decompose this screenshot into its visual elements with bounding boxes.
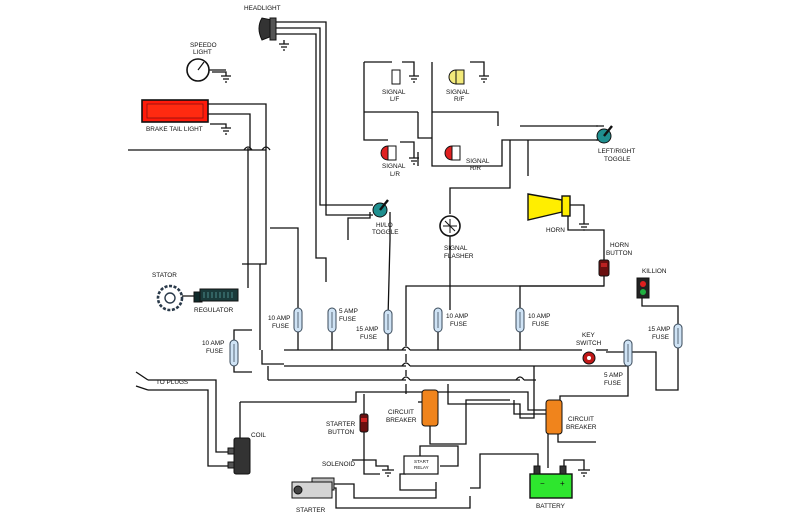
fuse-10a-1-icon [293,307,303,333]
key-switch-label-1: KEY [582,332,596,339]
fuse-10a-1-label-1: 10 AMP [268,315,290,322]
starter-label: STARTER [296,507,326,514]
fuse-15a-1-icon [383,309,393,335]
brake-tail-light-label: BRAKE TAIL LIGHT [146,126,203,133]
regulator-label: REGULATOR [194,307,234,314]
key-switch-label-2: SWITCH [576,340,602,347]
to-plugs-label: TO PLUGS [156,379,188,386]
fuse-5a-2-label-1: 5 AMP [604,372,623,379]
coil-icon [227,437,251,475]
left-right-toggle-icon [596,125,613,144]
headlight-icon [258,17,277,41]
left-right-toggle-label-2: TOGGLE [604,156,631,163]
circuit-breaker-1-label-1: CIRCUIT [388,409,414,416]
speedo-light-label-1: SPEEDO [190,42,217,49]
starter-button-label-2: BUTTON [328,429,355,436]
signal-flasher-icon [439,215,461,237]
fuse-15a-2-label-2: FUSE [652,334,669,341]
fuse-10a-3-label-1: 10 AMP [446,313,468,320]
signal-flasher-label-2: FLASHER [444,253,474,260]
key-switch-icon [582,351,596,365]
headlight-label: HEADLIGHT [244,5,281,12]
circuit-breaker-2-icon [545,399,563,435]
fuse-5a-2-icon [623,339,633,367]
fuse-10a-2-label-2: FUSE [206,348,223,355]
fuse-15a-1-label-2: FUSE [360,334,377,341]
killion-switch-icon [636,277,650,299]
fuse-5a-2-label-2: FUSE [604,380,621,387]
spark-plug-lead-icon [135,371,149,391]
wire-crossovers [243,146,525,381]
signal-rf-icon [448,69,465,85]
speedo-light-icon [186,58,226,82]
signal-rr-label-2: R/R [470,165,481,172]
circuit-breaker-1-label-2: BREAKER [386,417,417,424]
fuse-10a-1-label-2: FUSE [272,323,289,330]
hilo-toggle-label-1: HI/LO [376,222,393,229]
fuse-10a-4-label-2: FUSE [532,321,549,328]
fuse-10a-4-label-1: 10 AMP [528,313,550,320]
left-right-toggle-label-1: LEFT/RIGHT [598,148,635,155]
speedo-light-label-2: LIGHT [193,49,212,56]
signal-lf-label-2: L/F [390,96,399,103]
stator-label: STATOR [152,272,177,279]
horn-button-label-2: BUTTON [606,250,633,257]
signal-rr-label-1: SIGNAL [466,158,490,165]
hilo-toggle-icon [362,199,389,218]
hilo-toggle-label-2: TOGGLE [372,229,399,236]
circuit-breaker-2-label-2: BREAKER [566,424,597,431]
signal-rr-icon [444,145,461,161]
fuse-10a-3-label-2: FUSE [450,321,467,328]
fuse-15a-2-icon [673,323,683,349]
battery-plus-sign: + [560,479,565,488]
fuse-10a-2-icon [229,339,239,367]
starter-button-label-1: STARTER [326,421,356,428]
horn-label: HORN [546,227,565,234]
signal-flasher-label-1: SIGNAL [444,245,468,252]
signal-lr-icon [380,145,397,161]
signal-rf-label-1: SIGNAL [446,89,470,96]
regulator-icon [193,288,239,303]
battery-icon: − + [529,465,573,499]
coil-label: COIL [251,432,266,439]
fuse-10a-4-icon [515,307,525,333]
wires [128,21,679,509]
fuse-15a-1-label-1: 15 AMP [356,326,378,333]
signal-lr-label-1: SIGNAL [382,163,406,170]
circuit-breaker-2-label-1: CIRCUIT [568,416,594,423]
solenoid-label: SOLENOID [322,461,355,468]
start-relay-icon [403,455,439,475]
signal-lr-label-2: L/R [390,171,400,178]
fuse-5a-1-icon [327,307,337,333]
fuse-5a-1-label-2: FUSE [339,316,356,323]
fuse-5a-1-label-1: 5 AMP [339,308,358,315]
circuit-breaker-1-icon [421,389,439,427]
killion-label: KILLION [642,268,667,275]
fuse-10a-3-icon [433,307,443,333]
horn-icon [527,193,571,221]
horn-button-label-1: HORN [610,242,629,249]
ground-symbols [210,40,590,477]
brake-tail-light-icon [141,99,209,123]
battery-minus-sign: − [540,479,545,488]
battery-label: BATTERY [536,503,566,510]
signal-rf-label-2: R/F [454,96,464,103]
fuse-10a-2-label-1: 10 AMP [202,340,224,347]
stator-icon [156,284,184,312]
starter-motor-icon [291,477,335,499]
horn-button-icon [598,259,610,277]
start-relay-label-1: START [414,459,429,464]
signal-lf-label-1: SIGNAL [382,89,406,96]
starter-button-icon [359,413,369,433]
signal-lf-icon [391,69,401,85]
start-relay-label-2: RELAY [414,465,429,470]
fuse-15a-2-label-1: 15 AMP [648,326,670,333]
